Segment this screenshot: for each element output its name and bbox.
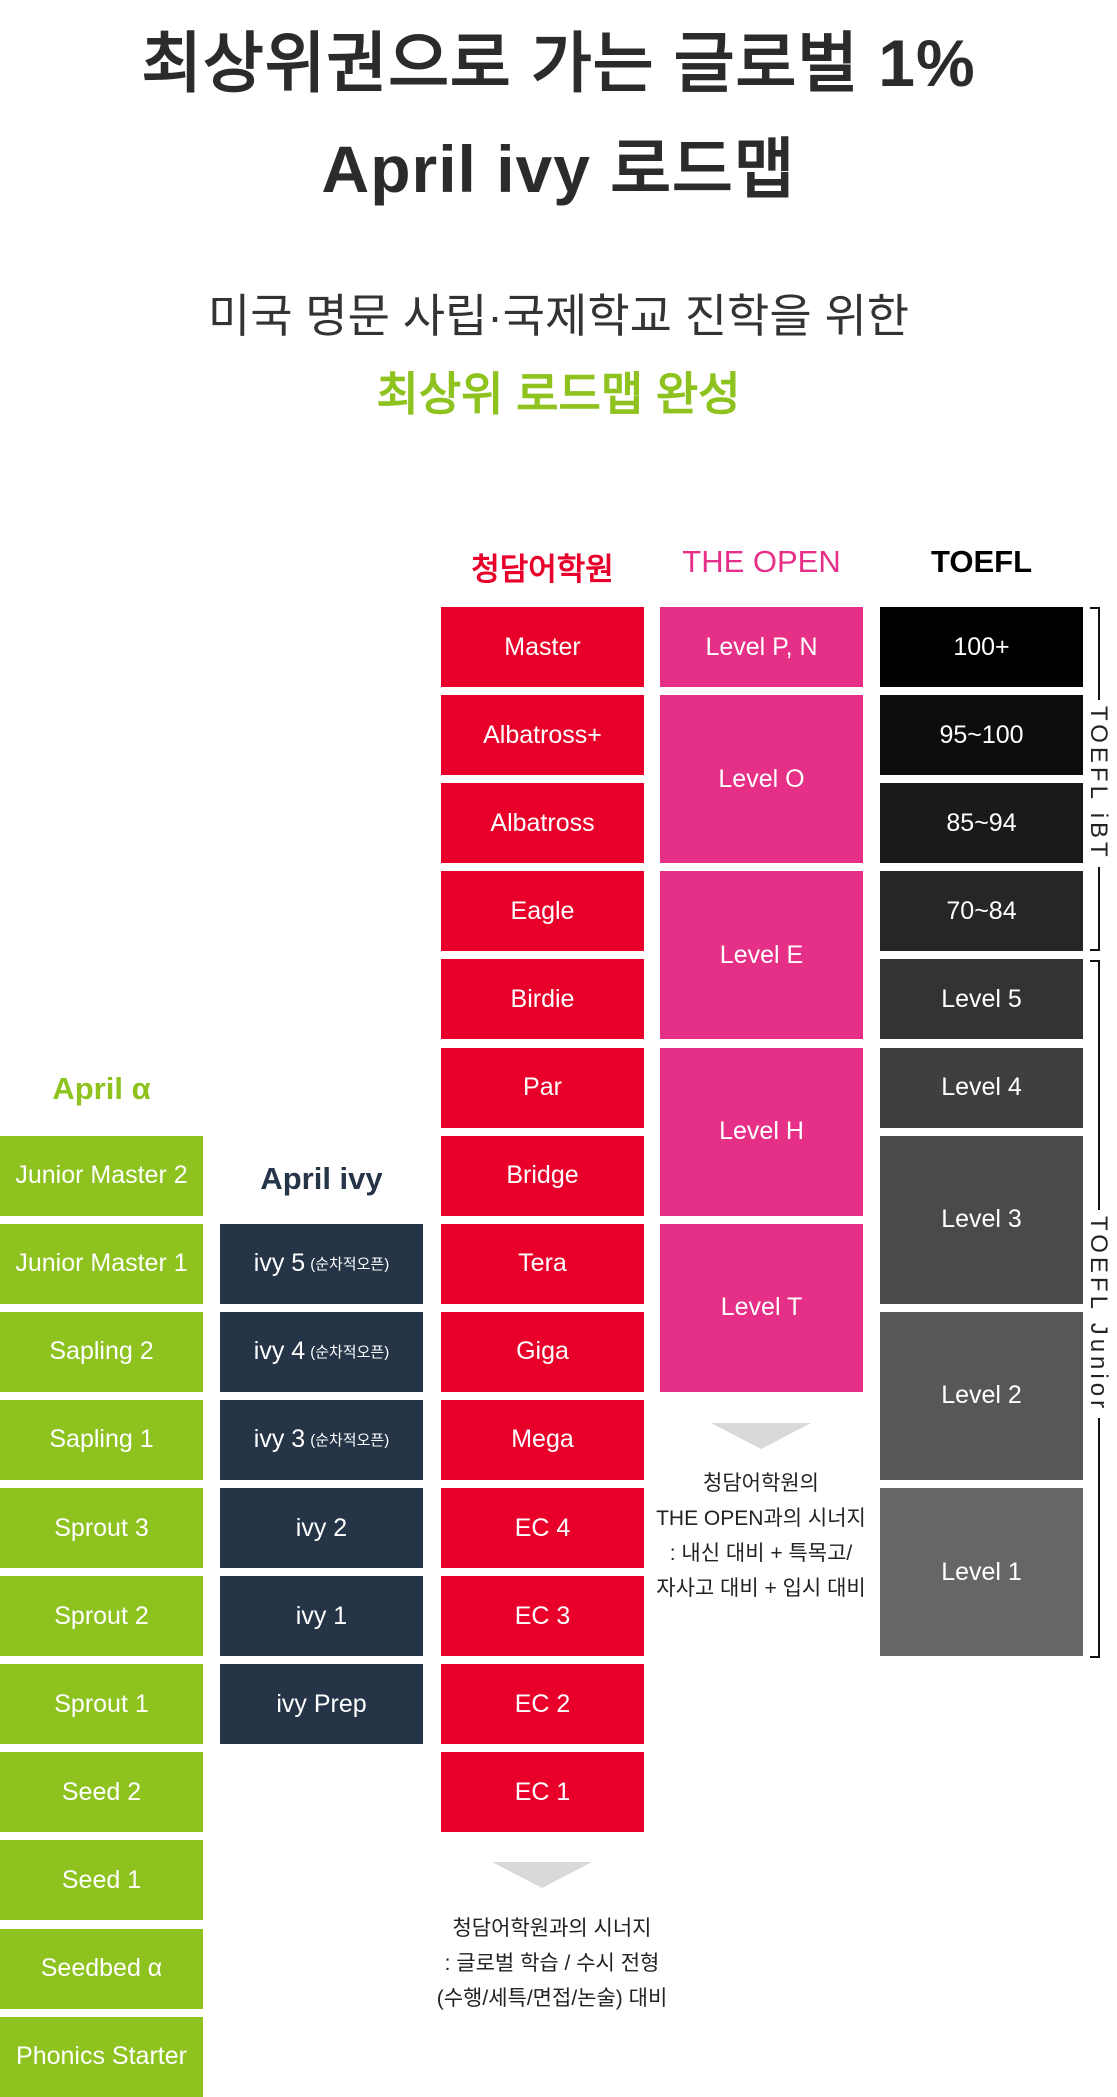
the-open-level: Level O [660, 695, 863, 864]
april-alpha-level: Phonics Starter [0, 2016, 203, 2097]
chungdahm-level: EC 2 [441, 1664, 644, 1745]
toefl-level: Level 2 [880, 1311, 1083, 1480]
caption-line: 청담어학원과의 시너지 [452, 1917, 652, 1940]
april-ivy-level: ivy 3(순차적오픈) [220, 1399, 423, 1480]
caption-line: (수행/세특/면접/논술) 대비 [436, 1987, 668, 2010]
toefl-header: TOEFL [930, 544, 1033, 579]
caption-line: : 내신 대비 + 특목고/ [669, 1542, 853, 1565]
april-alpha-level: Seedbed α [0, 1928, 203, 2009]
down-arrow-icon [492, 1862, 592, 1888]
chungdahm-level: Mega [441, 1399, 644, 1480]
april-alpha-level: Seed 2 [0, 1752, 203, 1833]
toefl-level: 100+ [880, 607, 1083, 687]
chungdahm-level: Albatross [441, 783, 644, 864]
chungdahm-level: Albatross+ [441, 695, 644, 776]
toefl-ibt-label: TOEFL iBT [1084, 700, 1112, 867]
toefl-level: Level 5 [880, 959, 1083, 1040]
chungdahm-synergy-caption: 청담어학원과의 시너지 : 글로벌 학습 / 수시 전형 (수행/세특/면접/논… [412, 1911, 692, 2016]
level-label: ivy 5 [253, 1249, 306, 1278]
chungdahm-level: Tera [441, 1223, 644, 1304]
the-open-header: THE OPEN [682, 544, 841, 579]
sequential-open-note: (순차적오픈) [310, 1256, 390, 1274]
level-label: ivy 3 [253, 1425, 306, 1454]
april-alpha-level: Sprout 3 [0, 1488, 203, 1568]
april-ivy-level: ivy 1 [220, 1576, 423, 1657]
sequential-open-note: (순차적오픈) [310, 1432, 390, 1450]
april-alpha-level: Junior Master 1 [0, 1223, 203, 1304]
toefl-level: 70~84 [880, 871, 1083, 952]
chungdahm-level: EC 3 [441, 1576, 644, 1657]
caption-line: 자사고 대비 + 입시 대비 [656, 1577, 866, 1600]
chungdahm-level: Eagle [441, 871, 644, 952]
sequential-open-note: (순차적오픈) [310, 1344, 390, 1362]
april-alpha-level: Sapling 2 [0, 1311, 203, 1392]
the-open-level: Level P, N [660, 607, 863, 687]
the-open-level: Level E [660, 871, 863, 1040]
toefl-level: Level 4 [880, 1047, 1083, 1128]
april-alpha-level: Sapling 1 [0, 1399, 203, 1480]
the-open-level: Level T [660, 1223, 863, 1392]
april-ivy-level: ivy 4(순차적오픈) [220, 1311, 423, 1392]
subtitle-line1: 미국 명문 사립·국제학교 진학을 위한 [207, 290, 910, 342]
level-label: ivy 4 [253, 1337, 306, 1366]
april-ivy-level: ivy 2 [220, 1488, 423, 1568]
april-ivy-level: ivy Prep [220, 1664, 423, 1745]
toefl-level: Level 1 [880, 1488, 1083, 1657]
april-alpha-header: April α [52, 1071, 151, 1106]
april-alpha-level: Junior Master 2 [0, 1135, 203, 1216]
page-title-line2: April ivy 로드맵 [321, 132, 796, 206]
april-alpha-level: Seed 1 [0, 1840, 203, 1921]
chungdahm-level: Birdie [441, 959, 644, 1040]
april-ivy-level: ivy 5(순차적오픈) [220, 1223, 423, 1304]
caption-line: : 글로벌 학습 / 수시 전형 [444, 1952, 660, 1975]
subtitle-line2: 최상위 로드맵 완성 [376, 368, 741, 420]
chungdahm-level: EC 1 [441, 1752, 644, 1833]
toefl-level: 95~100 [880, 695, 1083, 776]
chungdahm-level: Giga [441, 1311, 644, 1392]
down-arrow-icon [711, 1423, 811, 1449]
chungdahm-level: Master [441, 607, 644, 687]
chungdahm-header: 청담어학원 [471, 552, 614, 587]
april-ivy-header: April ivy [260, 1161, 383, 1196]
the-open-synergy-caption: 청담어학원의 THE OPEN과의 시너지 : 내신 대비 + 특목고/ 자사고… [631, 1466, 891, 1606]
toefl-level: 85~94 [880, 783, 1083, 864]
page-title-line1: 최상위권으로 가는 글로벌 1% [141, 26, 976, 100]
chungdahm-level: EC 4 [441, 1488, 644, 1568]
caption-line: 청담어학원의 [703, 1472, 819, 1495]
toefl-level: Level 3 [880, 1135, 1083, 1304]
april-alpha-level: Sprout 1 [0, 1664, 203, 1745]
chungdahm-level: Par [441, 1047, 644, 1128]
toefl-junior-label: TOEFL Junior [1084, 1210, 1112, 1419]
caption-line: THE OPEN과의 시너지 [656, 1507, 866, 1530]
chungdahm-level: Bridge [441, 1135, 644, 1216]
the-open-level: Level H [660, 1047, 863, 1216]
april-alpha-level: Sprout 2 [0, 1576, 203, 1657]
